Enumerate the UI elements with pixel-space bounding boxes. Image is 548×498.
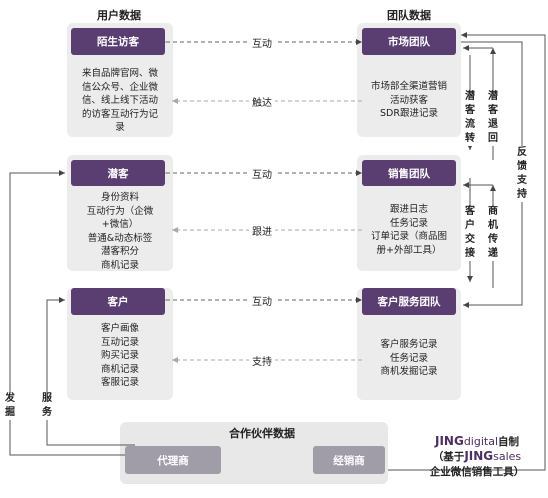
detail-line: 客户服务记录 — [380, 339, 438, 350]
detail-line: 跟进日志 — [389, 204, 428, 215]
detail-line: 客服记录 — [100, 377, 139, 388]
detail-line: +微信） — [101, 219, 139, 230]
row1-reach-label: 触达 — [249, 94, 275, 109]
discover-label: 发掘 — [3, 392, 17, 420]
customer-details: 客户画像 互动记录 购买记录 商机记录 客服记录 — [68, 322, 172, 390]
opportunity-pass-label: 商机传递 — [486, 205, 500, 261]
detail-line: 普通&动态标签 — [87, 232, 153, 244]
row2-interact-label: 互动 — [249, 166, 275, 181]
customer-title[interactable]: 客户 — [71, 288, 165, 315]
customer-handover-label: 客户交接 — [463, 205, 477, 261]
detail-line: 的访客互动行为记 — [81, 108, 158, 120]
sales-team-details: 跟进日志 任务记录 订单记录（商品图 册+外部工具） — [358, 203, 460, 257]
marketing-team-title[interactable]: 市场团队 — [362, 28, 456, 55]
sales-team-title[interactable]: 销售团队 — [362, 160, 456, 186]
brand-line-1: JINGdigital自制 — [408, 434, 546, 449]
feedback-support-label: 反馈支持 — [515, 146, 529, 202]
detail-line: 信公众号、企业微 — [81, 81, 158, 93]
brand-made-text: 自制 — [498, 436, 519, 448]
detail-line: 购买记录 — [100, 350, 139, 361]
digital-logo-text: digital — [463, 435, 498, 448]
detail-line: 订单记录（商品图 — [370, 231, 447, 242]
jing-logo-text: JING — [434, 434, 464, 448]
service-team-title[interactable]: 客户服务团队 — [362, 288, 456, 315]
row3-support-label: 支持 — [249, 353, 275, 368]
detail-line: 册+外部工具） — [376, 244, 442, 256]
row3-interact-label: 互动 — [249, 293, 275, 308]
dealer-box[interactable]: 经销商 — [313, 446, 385, 474]
detail-line: 商机记录 — [100, 259, 139, 271]
brand-line-3: 企业微信销售工具） — [429, 466, 525, 478]
detail-line: 录 — [115, 122, 125, 133]
detail-line: 任务记录 — [389, 217, 428, 229]
detail-line: 身份资料 — [100, 192, 139, 203]
detail-line: 潜客积分 — [100, 246, 139, 257]
brand-line2-prefix: （基于 — [432, 451, 465, 463]
sales-logo-text: sales — [493, 450, 522, 463]
prospect-title[interactable]: 潜客 — [71, 160, 165, 186]
marketing-team-details: 市场部全渠道营销 活动获客 SDR跟进记录 — [358, 80, 460, 121]
team-data-header: 团队数据 — [387, 9, 431, 22]
detail-line: 客户画像 — [100, 323, 139, 334]
detail-line: 商机记录 — [100, 363, 139, 375]
stranger-visitor-details: 来自品牌官网、微 信公众号、企业微 信、线上线下活动 的访客互动行为记 录 — [68, 67, 172, 135]
detail-line: 任务记录 — [389, 352, 428, 364]
user-data-header: 用户数据 — [97, 9, 141, 22]
agent-box[interactable]: 代理商 — [125, 446, 221, 474]
brand-note: JINGdigital自制 （基于JINGsales 企业微信销售工具） — [408, 434, 546, 479]
detail-line: 商机发掘记录 — [380, 366, 438, 377]
detail-line: 市场部全渠道营销 — [370, 81, 447, 92]
prospect-details: 身份资料 互动行为（企微 +微信） 普通&动态标签 潜客积分 商机记录 — [68, 191, 172, 272]
row2-follow-label: 跟进 — [249, 223, 275, 238]
jing-logo-text-2: JING — [464, 449, 494, 463]
detail-line: 互动行为（企微 — [86, 205, 154, 217]
brand-line-2: （基于JINGsales — [408, 449, 546, 464]
lead-return-label: 潜客退回 — [486, 90, 500, 146]
lead-flow-label: 潜客流转 — [463, 90, 477, 146]
detail-line: 来自品牌官网、微 — [81, 68, 158, 79]
stranger-visitor-title[interactable]: 陌生访客 — [71, 28, 165, 55]
detail-line: SDR跟进记录 — [380, 108, 438, 119]
service-team-details: 客户服务记录 任务记录 商机发掘记录 — [358, 338, 460, 379]
row1-interact-label: 互动 — [249, 35, 275, 50]
detail-line: 互动记录 — [100, 336, 139, 348]
detail-line: 信、线上线下活动 — [81, 95, 158, 106]
partner-data-header: 合作伙伴数据 — [214, 425, 310, 441]
detail-line: 活动获客 — [389, 94, 428, 106]
service-label: 服务 — [40, 392, 54, 420]
